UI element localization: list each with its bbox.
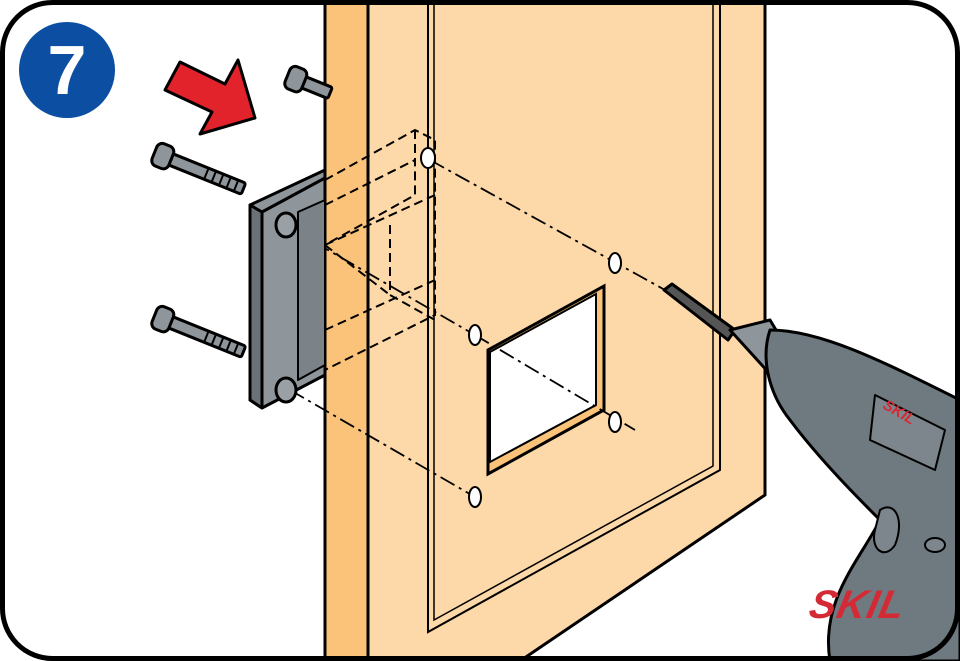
latch-hole-opening: [489, 292, 597, 464]
direction-arrow: [163, 58, 257, 136]
step-number-badge: 7: [19, 22, 115, 118]
latch-box-hidden-lines: [324, 128, 436, 371]
latch-plate: [248, 168, 327, 410]
bolt: [150, 64, 334, 359]
power-drill: [662, 282, 960, 661]
screw-hole-marks: [420, 147, 622, 508]
brand-logo: SKIL: [805, 583, 910, 627]
door-edge: [323, 0, 371, 661]
